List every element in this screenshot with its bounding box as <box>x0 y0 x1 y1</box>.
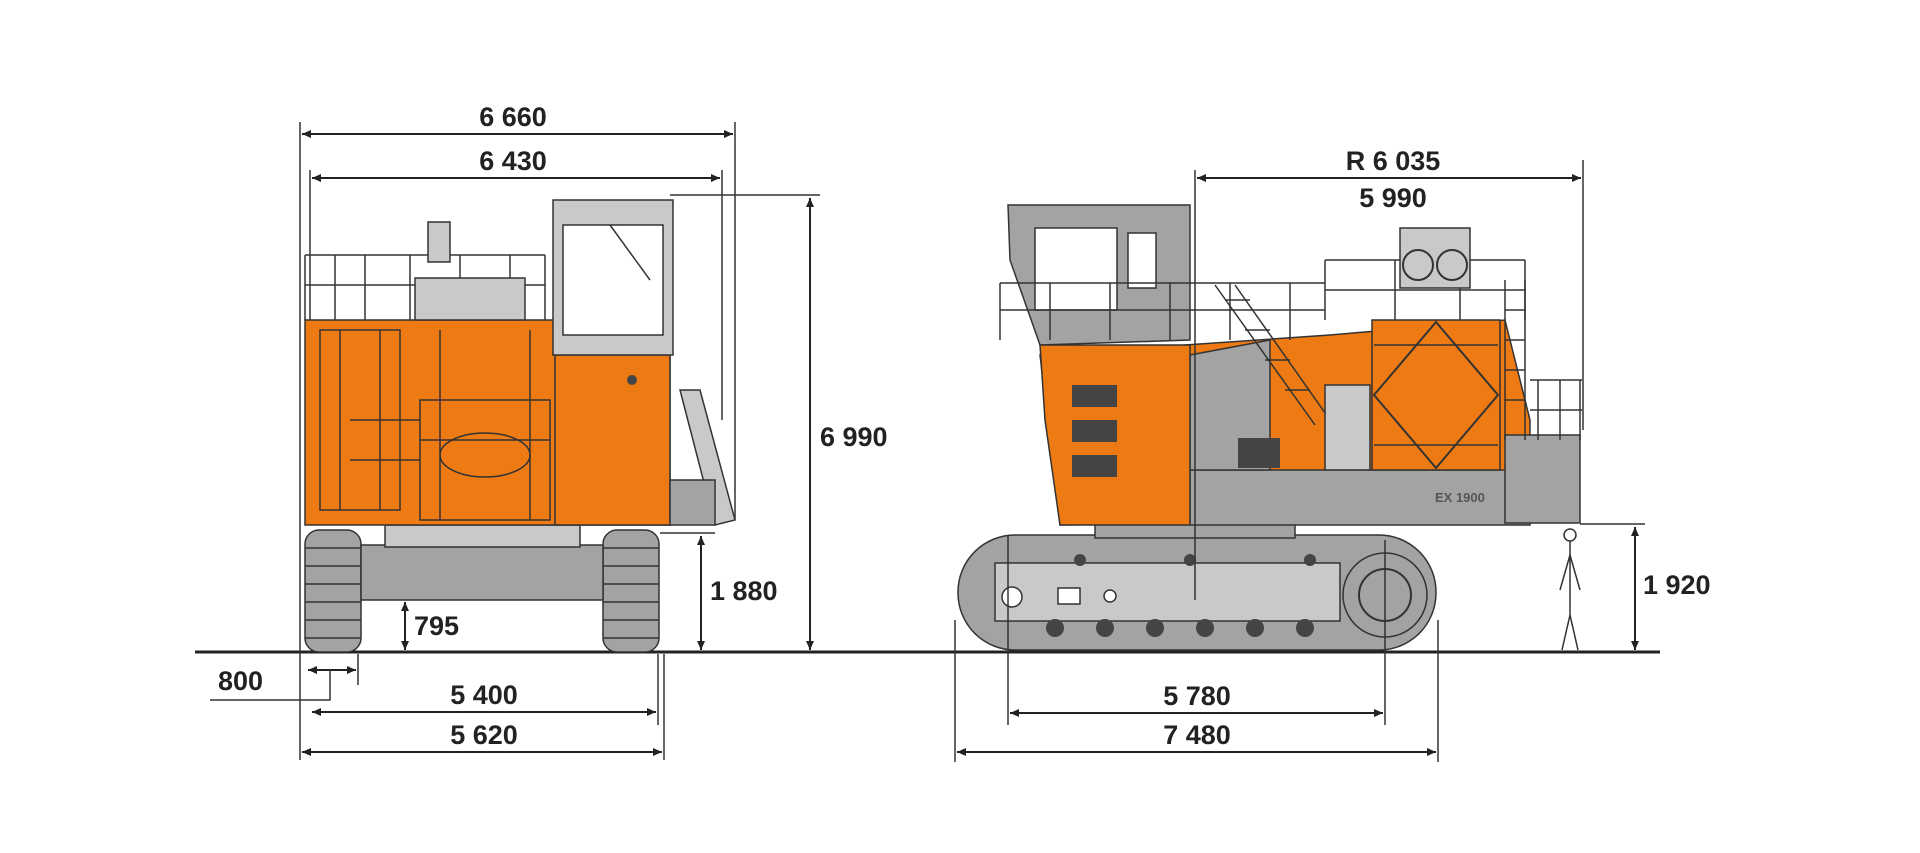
model-badge: EX 1900 <box>1435 490 1485 505</box>
dim-ground-clearance: 795 <box>414 611 459 641</box>
dim-height: 6 990 <box>820 422 888 452</box>
radiator-grille <box>1371 319 1501 471</box>
dim-tail-swing-radius: R 6 035 <box>1346 146 1441 176</box>
front-view-machine <box>304 199 736 653</box>
person-scale-figure <box>1559 528 1581 651</box>
side-dimensions: R 6 035 5 990 1 920 5 780 7 480 <box>954 146 1711 762</box>
dim-counterweight-clearance: 1 880 <box>710 576 778 606</box>
dim-counterweight-height: 1 920 <box>1643 570 1711 600</box>
dim-rear-end-length: 5 990 <box>1359 183 1427 213</box>
car-body <box>360 544 604 601</box>
dim-track-length: 7 480 <box>1163 720 1231 750</box>
front-dimensions: 6 660 6 430 6 990 1 880 795 800 5 400 5 … <box>210 102 888 760</box>
dim-overall-width: 6 660 <box>479 102 547 132</box>
dim-track-gauge: 5 400 <box>450 680 518 710</box>
dim-tumbler-distance: 5 780 <box>1163 681 1231 711</box>
dim-undercarriage-width: 5 620 <box>450 720 518 750</box>
dim-shoe-width: 800 <box>218 666 263 696</box>
dim-upper-width: 6 430 <box>479 146 547 176</box>
side-view-machine: EX 1900 <box>957 204 1582 651</box>
